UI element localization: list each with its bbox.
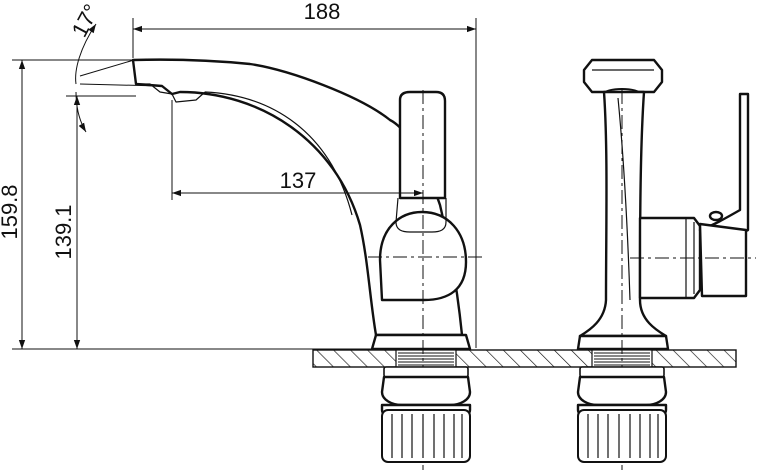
countertop-section (312, 349, 737, 368)
dimension-height-139-1: 139.1 (51, 95, 136, 349)
side-knurled-fitting (577, 409, 667, 463)
shank-thread-front (398, 352, 454, 366)
dim-label-reach: 137 (280, 168, 317, 193)
side-handle-block (638, 216, 702, 300)
dim-label-height-outlet: 139.1 (51, 204, 76, 259)
front-view-faucet (131, 58, 484, 470)
side-connector-nut (576, 366, 668, 418)
side-top-cap (582, 58, 664, 94)
side-view-faucet (576, 58, 756, 470)
side-lever (698, 92, 750, 246)
dimension-height-159-8: 159.8 (0, 59, 372, 350)
front-knurled-fitting (381, 409, 471, 463)
handle-cartridge (378, 210, 468, 302)
base-collar (370, 333, 472, 351)
dim-label-width: 188 (304, 0, 341, 24)
dim-label-angle: 17° (67, 0, 105, 41)
dimension-width-188: 188 (132, 0, 477, 348)
front-connector-nut (380, 366, 472, 418)
dim-label-height-overall: 159.8 (0, 184, 22, 239)
dimension-reach-137: 137 (171, 100, 423, 200)
side-body (578, 90, 668, 338)
